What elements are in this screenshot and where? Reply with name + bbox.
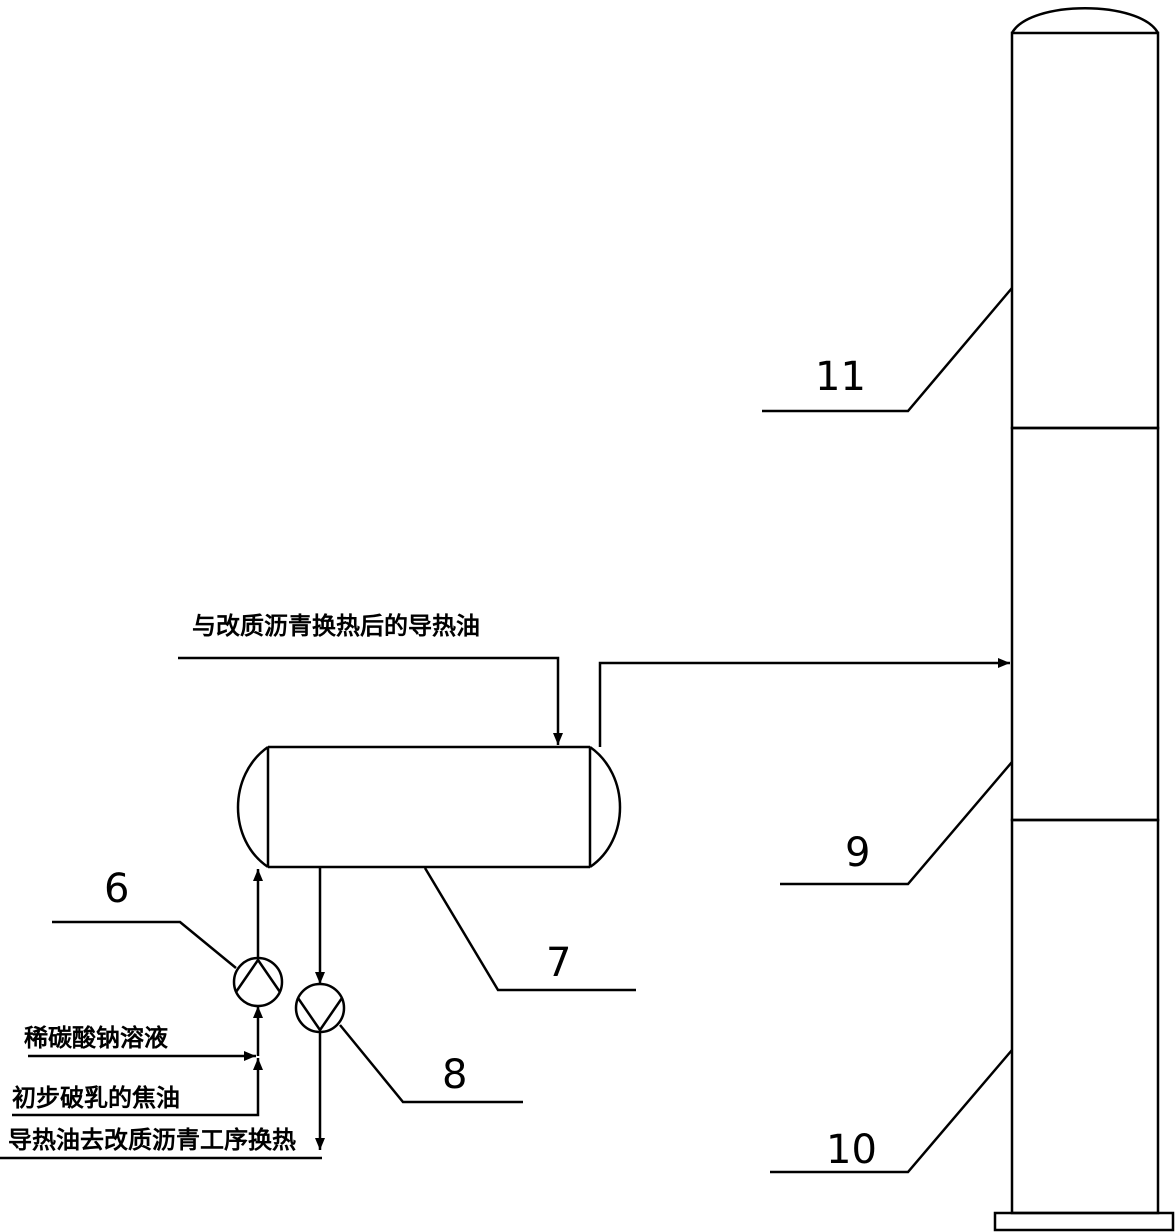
tar-feed-line bbox=[12, 1058, 263, 1117]
leader-lines bbox=[52, 287, 1013, 1174]
label-6: 6 bbox=[104, 866, 129, 912]
stream-demulsified-tar: 初步破乳的焦油 bbox=[12, 1084, 180, 1112]
leader-7 bbox=[423, 867, 636, 992]
leader-10 bbox=[770, 1049, 1013, 1174]
label-10: 10 bbox=[826, 1127, 877, 1173]
stream-heat-oil-out: 导热油去改质沥青工序换热 bbox=[8, 1126, 296, 1154]
vessel-to-tower-line bbox=[598, 658, 1010, 747]
pump-discharge bbox=[294, 982, 346, 1034]
vessel-left-head bbox=[236, 745, 269, 869]
leader-8 bbox=[339, 1024, 523, 1104]
tower-section-upper bbox=[1010, 31, 1160, 430]
tower-base bbox=[993, 1211, 1175, 1232]
label-11: 11 bbox=[815, 354, 866, 400]
leader-6 bbox=[52, 920, 237, 969]
tower-top-dome bbox=[1010, 7, 1160, 34]
label-9: 9 bbox=[845, 830, 870, 876]
leader-11 bbox=[762, 287, 1013, 413]
tower bbox=[993, 7, 1175, 1232]
leader-9 bbox=[780, 761, 1013, 886]
label-7: 7 bbox=[546, 940, 571, 986]
pump-feed bbox=[232, 956, 284, 1008]
heat-oil-in-line bbox=[178, 656, 563, 745]
stream-soda-solution: 稀碳酸钠溶液 bbox=[24, 1024, 168, 1052]
stream-heat-oil-in: 与改质沥青换热后的导热油 bbox=[192, 612, 480, 640]
tower-section-lower bbox=[1010, 818, 1160, 1215]
tower-section-middle bbox=[1010, 426, 1160, 822]
label-8: 8 bbox=[442, 1052, 467, 1098]
horizontal-vessel bbox=[236, 745, 622, 869]
vessel-right-head bbox=[589, 745, 622, 869]
process-lines bbox=[0, 656, 1010, 1160]
